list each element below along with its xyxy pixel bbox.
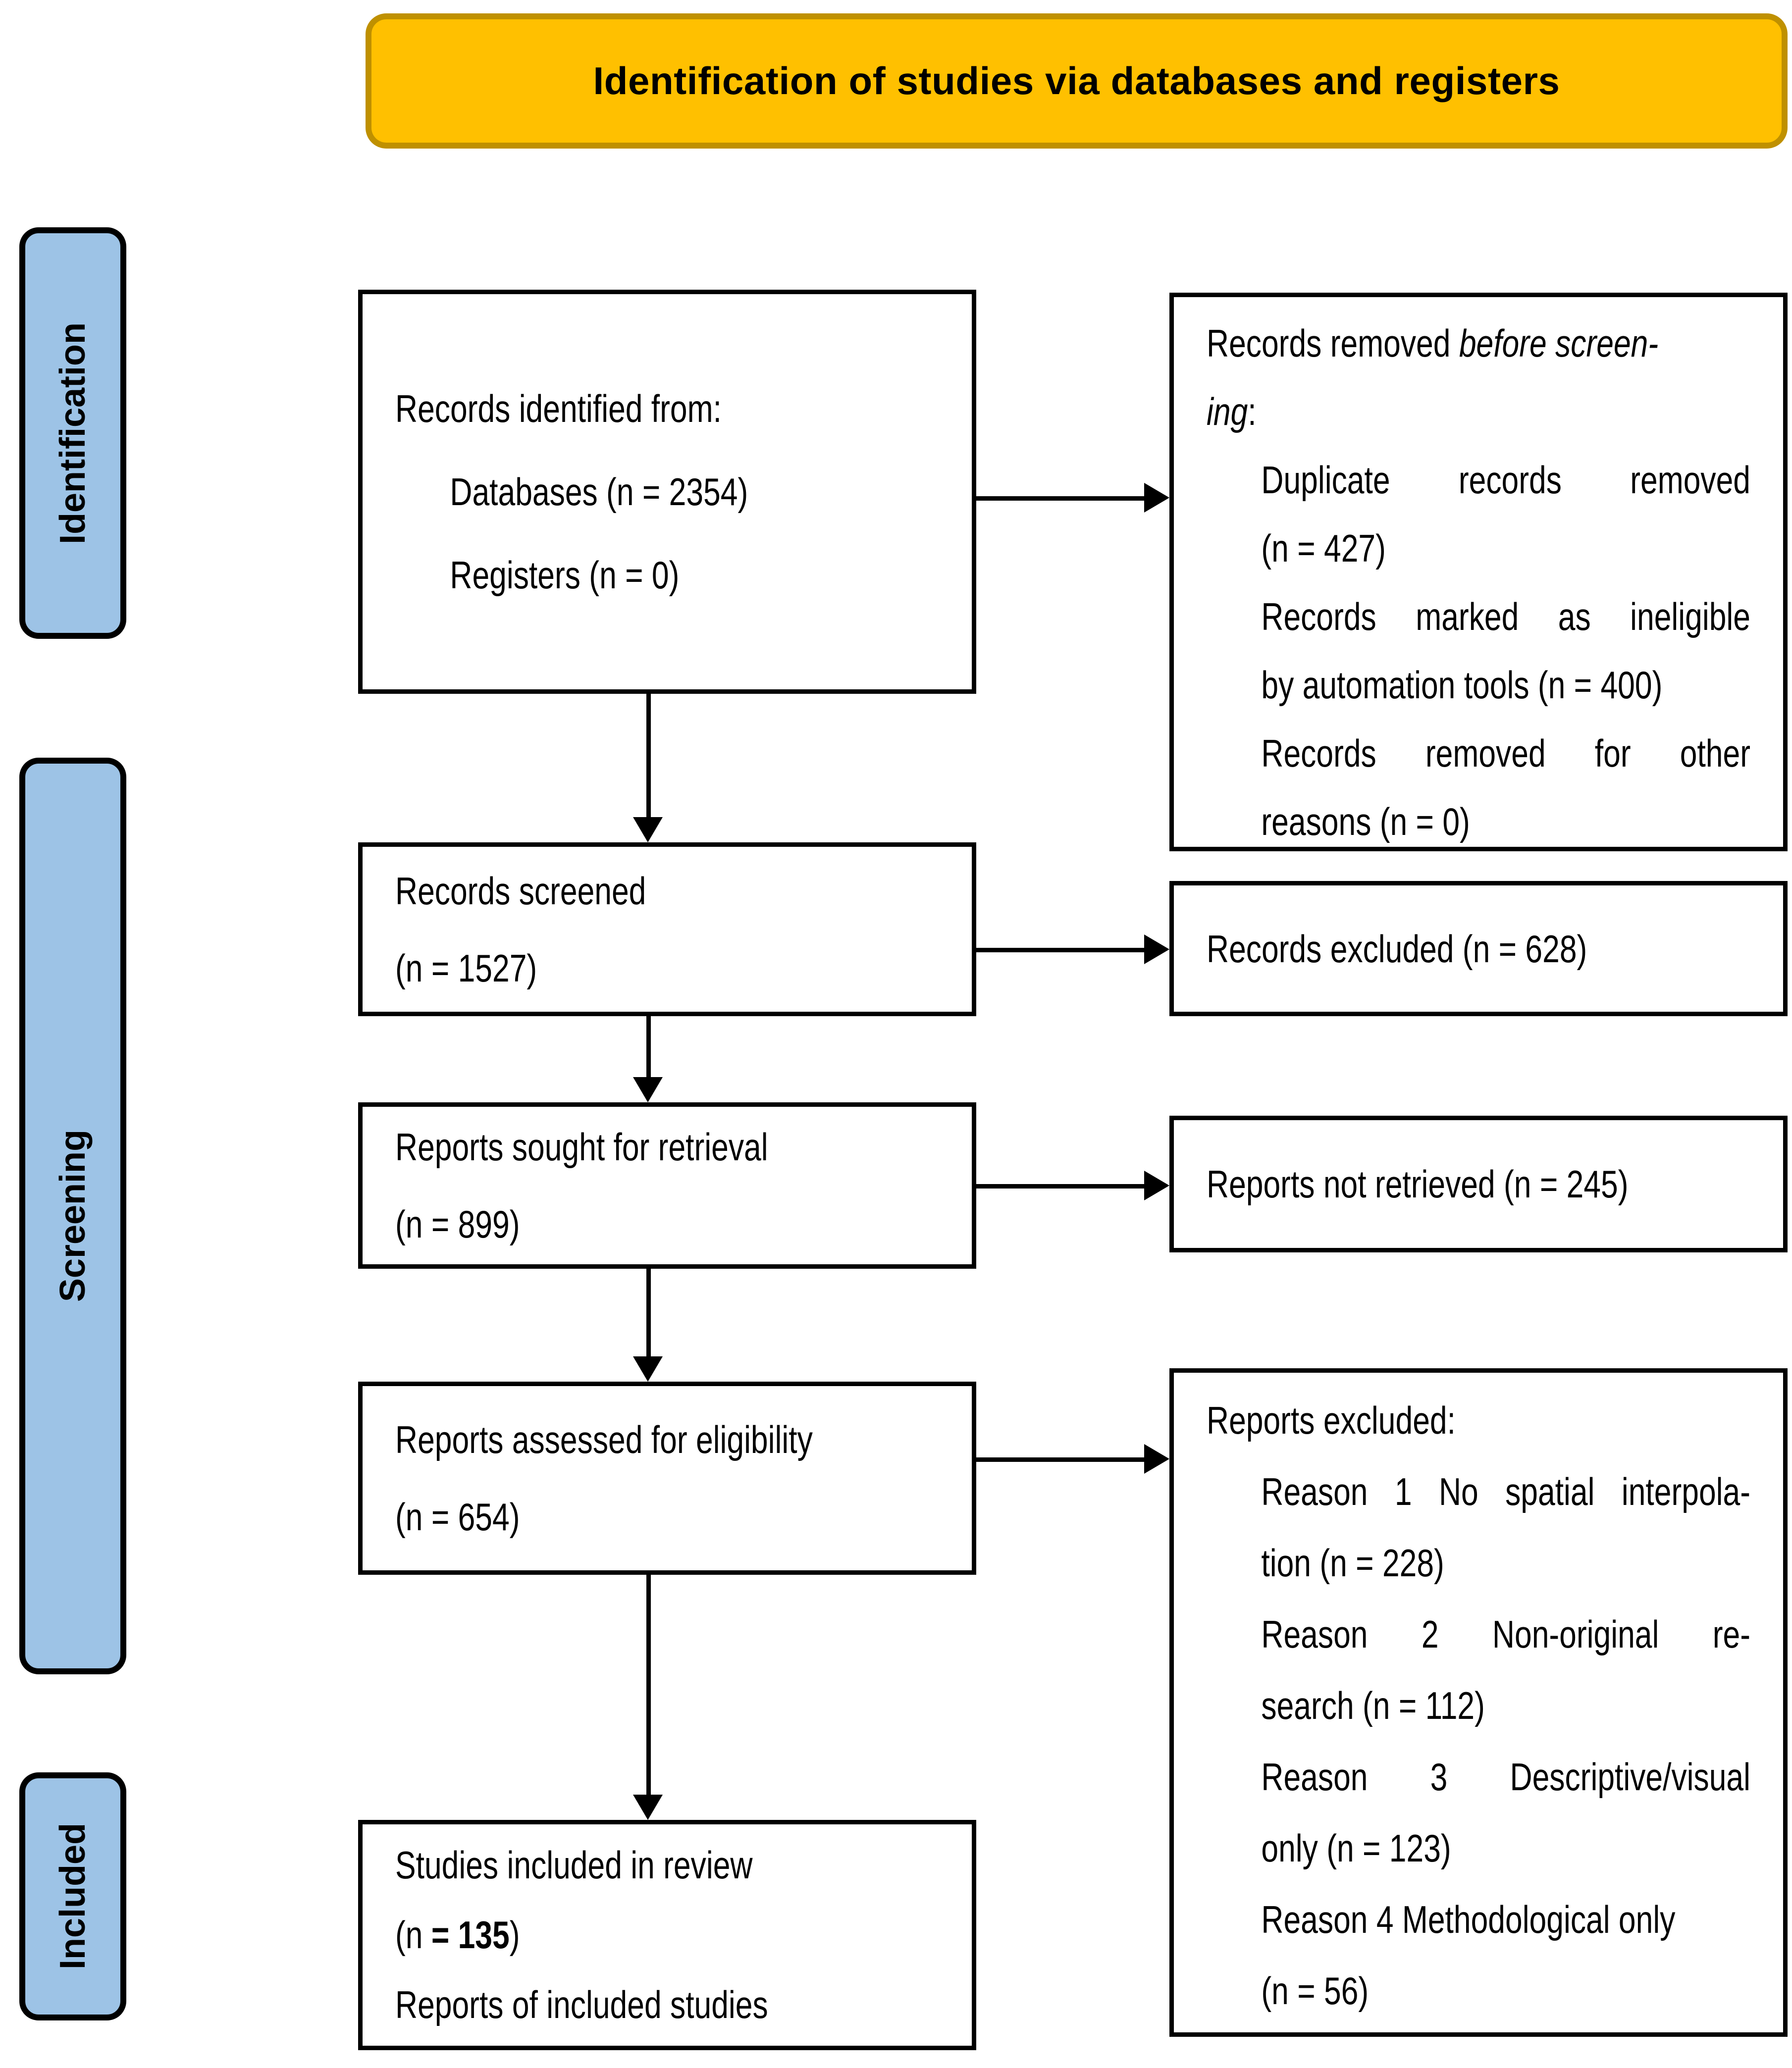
arrow-identified-to-removed-line (976, 496, 1147, 501)
box-text-line: Reports assessed for eligibility (395, 1418, 813, 1461)
box-text-line: Studies included in review (395, 1843, 753, 1887)
arrow-sought-to-not-retrieved-line (976, 1184, 1147, 1189)
box-text-line: ing: (1207, 390, 1257, 433)
arrow-sought-to-assessed-head-icon (633, 1356, 663, 1382)
box-text-line: Records screened (395, 869, 646, 913)
arrow-screened-to-excluded-head-icon (1144, 934, 1169, 964)
box-records-removed-before-screening: Records removed before screen-ing:Duplic… (1169, 293, 1788, 851)
arrow-assessed-to-included-head-icon (633, 1795, 663, 1820)
arrow-screened-to-sought-head-icon (633, 1077, 663, 1102)
box-text-line: Records removed for other (1261, 731, 1750, 775)
box-reports-sought: Reports sought for retrieval (n = 899) (358, 1102, 976, 1269)
box-text-line: search (n = 112) (1261, 1684, 1485, 1727)
box-records-screened: Records screened (n = 1527) (358, 842, 976, 1016)
box-text-line: Reason 2 Non-original re- (1261, 1612, 1750, 1656)
box-text-line: Reason 1 No spatial interpola- (1261, 1470, 1750, 1513)
stage-label-screening: Screening (19, 758, 126, 1674)
box-reports-excluded-reasons: Reports excluded: Reason 1 No spatial int… (1169, 1368, 1788, 2037)
arrow-assessed-to-excluded-reasons-line (976, 1457, 1147, 1462)
box-text-line: (n = 1527) (395, 946, 537, 990)
box-text-line: (n = 899) (395, 1202, 520, 1246)
stage-label-screening-text: Screening (53, 1130, 93, 1302)
arrow-identified-to-removed-head-icon (1144, 483, 1169, 513)
box-text-line: Records excluded (n = 628) (1207, 927, 1587, 971)
box-text-line: Databases (n = 2354) (450, 470, 748, 514)
arrow-identified-to-screened-line (646, 694, 651, 820)
box-reports-not-retrieved: Reports not retrieved (n = 245) (1169, 1116, 1788, 1252)
box-text-line: reasons (n = 0) (1261, 800, 1470, 843)
stage-label-identification: Identification (19, 227, 126, 639)
box-studies-included: Studies included in review (n = 135) Repor… (358, 1820, 976, 2050)
box-text-line: (n = 654) (395, 1495, 520, 1539)
box-records-identified: Records identified from: Databases (n = 2… (358, 290, 976, 694)
box-text-line: Reports excluded: (1207, 1398, 1456, 1442)
arrow-screened-to-sought-line (646, 1016, 651, 1080)
box-text-line: by automation tools (n = 400) (1261, 663, 1663, 707)
box-text-line: Reason 4 Methodological only (1261, 1898, 1676, 1941)
header-banner: Identification of studies via databases … (366, 13, 1788, 149)
box-records-excluded: Records excluded (n = 628) (1169, 881, 1788, 1016)
box-reports-assessed: Reports assessed for eligibility (n = 654… (358, 1382, 976, 1575)
box-text-line: Reports sought for retrieval (395, 1125, 768, 1169)
arrow-screened-to-excluded-line (976, 948, 1147, 952)
arrow-identified-to-screened-head-icon (633, 817, 663, 842)
box-text-line: Records marked as ineligible (1261, 595, 1750, 638)
header-title: Identification of studies via databases … (593, 59, 1560, 103)
arrow-assessed-to-included-line (646, 1575, 651, 1798)
box-text-line: tion (n = 228) (1261, 1541, 1444, 1585)
box-text-line: Records identified from: (395, 387, 722, 430)
stage-label-included: Included (19, 1772, 126, 2020)
stage-label-identification-text: Identification (53, 322, 93, 544)
arrow-sought-to-assessed-line (646, 1269, 651, 1359)
box-text-line: (n = 56) (1261, 1969, 1369, 2013)
box-text-line: Reports not retrieved (n = 245) (1207, 1162, 1629, 1206)
box-text-line: Records removed before screen- (1207, 321, 1659, 365)
stage-label-included-text: Included (53, 1823, 93, 1970)
box-text-line: Registers (n = 0) (450, 553, 680, 597)
box-text-line: Duplicate records removed (1261, 458, 1750, 502)
box-text-line: only (n = 123) (1261, 1826, 1451, 1870)
arrow-assessed-to-excluded-reasons-head-icon (1144, 1444, 1169, 1474)
box-text-line: (n = 135) (395, 1913, 520, 1957)
arrow-sought-to-not-retrieved-head-icon (1144, 1171, 1169, 1200)
box-text-line: Reports of included studies (395, 1983, 768, 2026)
box-text-line: (n = 427) (1261, 526, 1386, 570)
box-text-line: Reason 3 Descriptive/visual (1261, 1755, 1750, 1799)
